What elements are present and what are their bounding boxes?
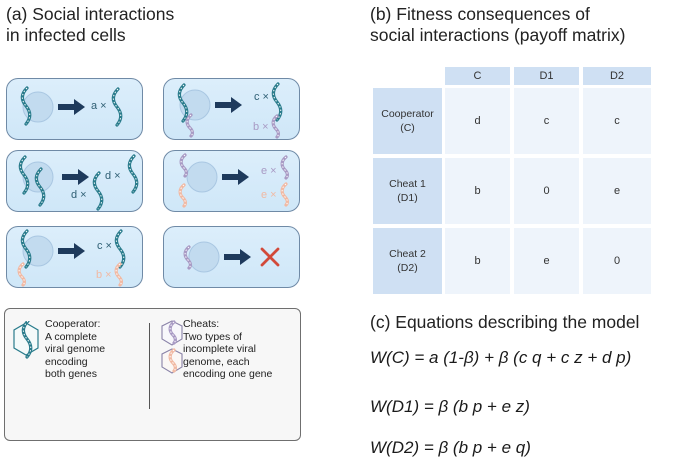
output-label: e × [261, 165, 277, 177]
row-label: (D1) [397, 192, 418, 204]
matrix-col-header: C [445, 67, 510, 85]
equation-wd1: W(D1) = β (b p + e z) [370, 397, 530, 416]
matrix-cell: b [445, 228, 510, 294]
matrix-cell: c [514, 88, 579, 154]
cooperator-legend-text: Cooperator: A complete viral genome enco… [45, 318, 105, 381]
output-label: b × [253, 121, 269, 133]
cooperator-genome-icon [92, 171, 104, 211]
output-label: d × [105, 170, 121, 182]
output-label: d × [71, 189, 87, 201]
cheat1-legend-icon [161, 320, 183, 346]
matrix-cell: c [583, 88, 651, 154]
row-label: (D2) [397, 262, 418, 274]
cell-diagram [17, 229, 126, 287]
cell-diagram [178, 153, 289, 208]
legend-line: viral genome [45, 343, 106, 355]
cell-cooperator-pair: d × d × [6, 150, 143, 212]
cheat2-genome-icon [280, 182, 289, 207]
cheat2-legend-icon [161, 348, 183, 374]
cell-cooperator-alone: a × [6, 78, 143, 140]
legend-line: genome, each [183, 355, 250, 368]
cell-cheat1-cheat2: e × e × [163, 150, 300, 212]
output-label: c × [254, 91, 269, 103]
row-label: Cooperator [381, 108, 434, 120]
matrix-cell: e [514, 228, 579, 294]
legend-line: encoding one gene [183, 368, 273, 380]
legend-line: A complete [45, 330, 97, 343]
cooperator-genome-icon [114, 229, 126, 269]
matrix-row-header: Cheat 2 (D2) [373, 228, 442, 294]
matrix-cell: 0 [583, 228, 651, 294]
output-label: e × [261, 189, 277, 201]
matrix-col-header: D2 [583, 67, 651, 85]
row-label: Cheat 2 [389, 248, 426, 260]
matrix-cell: d [445, 88, 510, 154]
cheat2-genome-icon [17, 262, 26, 287]
cell-cheat1-alone [163, 226, 300, 288]
legend-line: Cooperator: [45, 318, 101, 330]
cheats-legend-text: Cheats: Two types of incomplete viral ge… [183, 318, 272, 381]
legend-box: Cooperator: A complete viral genome enco… [4, 308, 301, 441]
legend-divider [149, 323, 150, 409]
cooperator-genome-icon [111, 87, 123, 127]
cooperator-genome-icon [127, 154, 139, 194]
red-cross-icon [260, 247, 280, 267]
legend-line: both genes [45, 368, 97, 380]
cooperator-legend-icon [13, 321, 39, 359]
output-label: a × [91, 100, 107, 112]
equation-wd2: W(D2) = β (b p + e q) [370, 438, 531, 457]
cell-diagram [177, 82, 283, 139]
row-label: (C) [400, 122, 415, 134]
equation-wc: W(C) = a (1-β) + β (c q + c z + d p) [370, 348, 632, 367]
cell-diagram [18, 154, 139, 211]
cell-cooperator-cheat1: c × b × [163, 78, 300, 140]
panel-c-title: (c) Equations describing the model [370, 312, 640, 332]
cheat1-genome-icon [280, 155, 289, 180]
row-label: Cheat 1 [389, 178, 426, 190]
output-label: c × [97, 240, 112, 252]
legend-line: encoding [45, 355, 88, 368]
cheat2-genome-icon [178, 183, 187, 208]
output-label: b × [96, 269, 112, 281]
matrix-row-header: Cheat 1 (D1) [373, 158, 442, 224]
panel-a-title: (a) Social interactions in infected cell… [6, 4, 174, 46]
cheat1-genome-icon [179, 153, 188, 178]
panel-b-title: (b) Fitness consequences of social inter… [370, 4, 625, 46]
matrix-row-header: Cooperator (C) [373, 88, 442, 154]
panel-b-title-line1: (b) Fitness consequences of [370, 4, 590, 24]
matrix-cell: b [445, 158, 510, 224]
legend-line: Two types of [183, 330, 242, 343]
matrix-cell: 0 [514, 158, 579, 224]
panel-a-title-line1: (a) Social interactions [6, 4, 175, 24]
matrix-cell: e [583, 158, 651, 224]
legend-line: Cheats: [183, 318, 220, 330]
panel-b-title-line2: social interactions (payoff matrix) [370, 25, 626, 45]
panel-a-title-line2: in infected cells [6, 25, 126, 45]
cell-cooperator-cheat2: c × b × [6, 226, 143, 288]
legend-line: incomplete viral [183, 343, 256, 355]
cell-diagram [183, 241, 280, 273]
matrix-col-header: D1 [514, 67, 579, 85]
cell-diagram [20, 86, 123, 127]
